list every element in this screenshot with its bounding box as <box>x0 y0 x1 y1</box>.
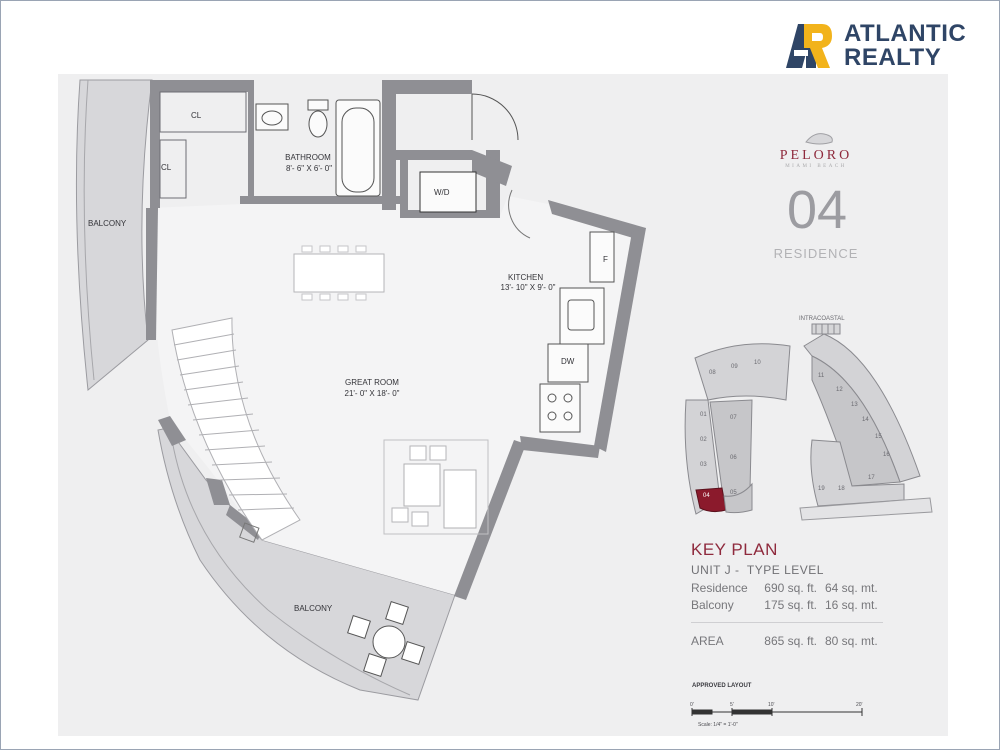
key-plan-unit-16: 16 <box>883 452 890 458</box>
kitchen-dimensions: 13'- 10" X 9'- 0" <box>500 283 556 292</box>
unit-type-level: UNIT J - TYPE LEVEL <box>691 563 824 577</box>
key-plan-water-label: INTRACOASTAL <box>799 316 845 322</box>
key-plan-unit-19: 19 <box>818 486 825 492</box>
key-plan-unit-14: 14 <box>862 417 869 423</box>
balcony-chairs <box>347 601 425 677</box>
residence-sqm: 64 sq. mt. <box>825 581 878 595</box>
coffee-table <box>403 463 441 507</box>
key-plan-unit-03: 03 <box>700 462 707 468</box>
total-area-sqft: 865 sq. ft. <box>764 634 817 648</box>
toilet-icon <box>307 99 329 111</box>
peloro-emblem-icon <box>805 133 833 145</box>
key-plan-title: KEY PLAN <box>691 540 778 559</box>
dishwasher-outline <box>547 343 589 383</box>
unit-residence-word: RESIDENCE <box>773 246 859 261</box>
balcony-round-table <box>372 625 406 659</box>
bathroom-dimensions: 8'- 6" X 6'- 0" <box>285 164 333 173</box>
walls <box>146 80 646 600</box>
key-plan-unit-02: 02 <box>700 437 707 443</box>
area-divider <box>691 622 883 623</box>
range-outline <box>539 383 581 433</box>
scale-tick-20: 20' <box>856 702 863 708</box>
great-room-label: GREAT ROOM <box>345 378 399 387</box>
unit-number: 04 <box>786 180 848 240</box>
logo-text-atlantic: ATLANTIC <box>844 20 967 47</box>
approved-layout-label: APPROVED LAYOUT <box>692 683 752 689</box>
scale-tick-5: 5' <box>730 702 734 708</box>
key-plan-unit-10: 10 <box>754 360 761 366</box>
washer-dryer-outline <box>419 171 477 213</box>
total-area-label: AREA <box>691 634 724 648</box>
closet-2-outline <box>159 139 187 199</box>
living-rug <box>383 439 489 535</box>
staircase <box>171 317 301 541</box>
residence-label: Residence <box>691 581 748 595</box>
great-room-dimensions: 21'- 0" X 18'- 0" <box>344 389 400 398</box>
key-plan-unit-07: 07 <box>730 415 737 421</box>
key-plan-unit-11: 11 <box>818 373 825 379</box>
key-plan-unit-05: 05 <box>730 490 737 496</box>
balcony-west-label: BALCONY <box>88 219 127 228</box>
fridge-label: F <box>603 255 608 264</box>
column-marker <box>239 522 260 543</box>
key-plan-unit-13: 13 <box>851 402 858 408</box>
key-plan-unit-06: 06 <box>730 455 737 461</box>
closet-2-label: CL <box>161 163 172 172</box>
bathroom-label: BATHROOM <box>285 153 331 162</box>
key-plan-unit-08: 08 <box>709 370 716 376</box>
key-plan-unit-04: 04 <box>703 493 710 499</box>
entry-door-swing <box>471 93 519 141</box>
key-plan-unit-15: 15 <box>875 434 882 440</box>
bathtub-icon <box>335 99 381 197</box>
interior-door-swing <box>508 189 531 239</box>
key-plan-unit-01: 01 <box>700 412 707 418</box>
unit-04-highlight <box>695 487 727 513</box>
washer-dryer-label: W/D <box>434 188 450 197</box>
lounge-chairs <box>391 445 447 527</box>
scale-bar <box>691 708 863 716</box>
closet-1-label: CL <box>191 111 202 120</box>
ar-logo-icon <box>786 24 832 68</box>
kitchen-sink-counter <box>559 287 605 345</box>
dining-chairs <box>301 245 367 301</box>
scale-tick-0: 0' <box>690 702 694 708</box>
total-area-sqm: 80 sq. mt. <box>825 634 878 648</box>
scale-tick-10: 10' <box>768 702 775 708</box>
peloro-brand-name: PELORO <box>779 148 853 163</box>
balcony-sqft: 175 sq. ft. <box>764 598 817 612</box>
scale-caption: Scale: 1/4" = 1'-0" <box>698 722 738 728</box>
dishwasher-label: DW <box>561 357 575 366</box>
dining-table <box>293 253 385 293</box>
closet-1-outline <box>159 91 247 133</box>
balcony-west-area <box>75 79 153 391</box>
balcony-label: Balcony <box>691 598 734 612</box>
kitchen-label: KITCHEN <box>508 273 544 282</box>
peloro-brand-subtitle: MIAMI BEACH <box>785 164 847 169</box>
key-plan-unit-17: 17 <box>868 475 875 481</box>
key-plan-drawing <box>684 323 933 521</box>
key-plan-unit-09: 09 <box>731 364 738 370</box>
key-plan-unit-18: 18 <box>838 486 845 492</box>
fridge-outline <box>589 231 615 283</box>
key-plan-unit-12: 12 <box>836 387 843 393</box>
residence-sqft: 690 sq. ft. <box>764 581 817 595</box>
balcony-sqm: 16 sq. mt. <box>825 598 878 612</box>
sink-icon <box>255 103 289 131</box>
balcony-south-label: BALCONY <box>294 604 333 613</box>
logo-text-realty: REALTY <box>844 44 942 71</box>
sofa <box>443 469 477 529</box>
